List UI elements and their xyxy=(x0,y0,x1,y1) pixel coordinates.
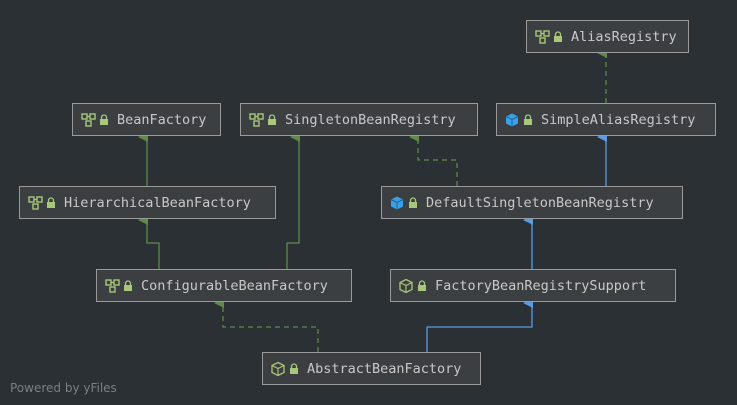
node-label: SimpleAliasRegistry xyxy=(541,111,696,128)
lock-icon xyxy=(47,196,55,208)
node-label: AliasRegistry xyxy=(571,28,677,45)
interface-icon xyxy=(28,195,43,210)
edge-abstract-to-factorysupport xyxy=(426,298,533,352)
powered-by-watermark: Powered by yFiles xyxy=(10,381,117,395)
lock-icon xyxy=(524,113,532,125)
edge-abstract-to-configurable xyxy=(214,298,319,352)
edge-configurable-to-singletonregistry xyxy=(286,132,300,269)
interface-icon xyxy=(105,278,120,293)
interface-icon xyxy=(81,112,96,127)
node-label: FactoryBeanRegistrySupport xyxy=(435,277,647,294)
node-alias-registry[interactable]: AliasRegistry xyxy=(526,20,689,53)
node-configurable-bean-factory[interactable]: ConfigurableBeanFactory xyxy=(96,269,352,302)
class-icon xyxy=(390,196,404,209)
interface-icon xyxy=(249,112,264,127)
abstract-class-icon xyxy=(399,278,413,293)
interface-icon xyxy=(535,29,550,44)
node-label: DefaultSingletonBeanRegistry xyxy=(426,194,654,211)
node-factory-bean-registry-support[interactable]: FactoryBeanRegistrySupport xyxy=(390,269,676,302)
lock-icon xyxy=(100,113,108,125)
node-hierarchical-bean-factory[interactable]: HierarchicalBeanFactory xyxy=(19,186,276,219)
node-abstract-bean-factory[interactable]: AbstractBeanFactory xyxy=(262,352,481,385)
lock-icon xyxy=(268,113,276,125)
lock-icon xyxy=(124,279,132,291)
node-label: AbstractBeanFactory xyxy=(307,360,462,377)
node-singleton-bean-registry[interactable]: SingletonBeanRegistry xyxy=(240,103,478,136)
node-label: SingletonBeanRegistry xyxy=(285,111,456,128)
class-icon xyxy=(505,113,519,126)
lock-icon xyxy=(290,362,298,374)
lock-icon xyxy=(554,30,562,42)
node-label: ConfigurableBeanFactory xyxy=(141,277,328,294)
abstract-class-icon xyxy=(271,361,285,376)
node-default-singleton-bean-registry[interactable]: DefaultSingletonBeanRegistry xyxy=(381,186,683,219)
node-label: HierarchicalBeanFactory xyxy=(64,194,251,211)
edge-configurable-to-hierarchical xyxy=(138,215,160,269)
node-bean-factory[interactable]: BeanFactory xyxy=(72,103,221,136)
lock-icon xyxy=(409,196,417,208)
edge-defaultsingleton-to-singletonregistry xyxy=(409,132,458,186)
node-label: BeanFactory xyxy=(117,111,207,128)
lock-icon xyxy=(418,279,426,291)
node-simple-alias-registry[interactable]: SimpleAliasRegistry xyxy=(496,103,716,136)
